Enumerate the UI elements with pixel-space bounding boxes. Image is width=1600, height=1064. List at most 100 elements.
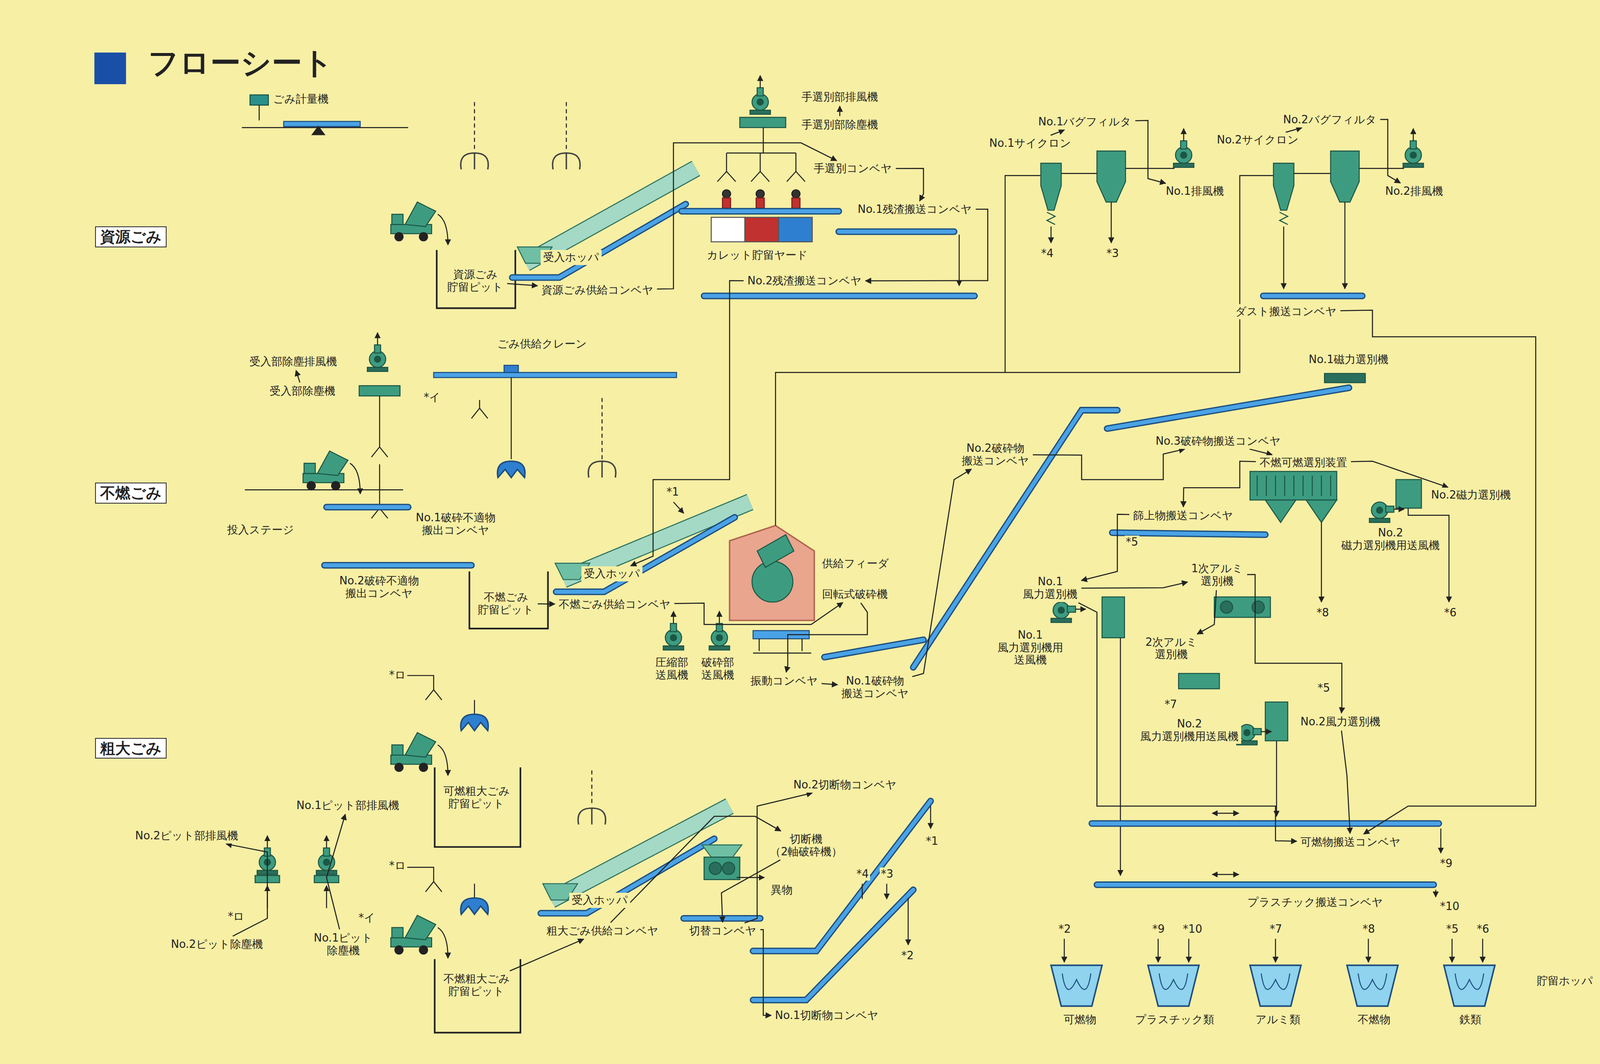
equipment-label: No.2バグフィルタ — [1280, 112, 1380, 128]
fan-base — [1369, 518, 1391, 523]
screen-outlet — [1265, 499, 1296, 523]
fan-outlet — [1410, 140, 1417, 149]
equipment-label: 受入ホッパ — [569, 892, 631, 908]
crane-cable — [474, 883, 475, 898]
crane-grab — [460, 714, 489, 731]
equipment-label: No.2破砕不適物 搬出コンベヤ — [336, 573, 422, 602]
rotary-shredder — [729, 525, 815, 621]
storage-pit — [434, 767, 521, 847]
dust-hood — [425, 681, 442, 701]
conveyor-belt — [1263, 294, 1363, 299]
process-line — [437, 927, 448, 959]
flow-connector — [1340, 310, 1536, 834]
cullet-yard — [778, 217, 813, 242]
callout-label: *2 — [1057, 922, 1073, 937]
equipment-label: 切替コンベヤ — [686, 923, 759, 939]
node-text: 振動コンベヤ — [750, 674, 818, 688]
flow-connector — [1081, 514, 1130, 581]
equipment-label: 圧縮部 送風機 — [652, 655, 691, 683]
callout-label: *4 — [854, 867, 871, 881]
callout-label: *ロ — [387, 668, 408, 682]
node-text: No.1排風機 — [1165, 185, 1224, 198]
equipment-label: 篩上物搬送コンベヤ — [1130, 508, 1236, 524]
node-text: 鉄類 — [1459, 1013, 1482, 1027]
node-text: 供給フィーダ — [822, 557, 889, 571]
conveyor — [753, 801, 931, 952]
node-text: 回転式破砕機 — [822, 588, 888, 601]
equipment-label: No.2サイクロン — [1214, 132, 1302, 148]
equipment-label: No.1破砕物 搬送コンベヤ — [838, 673, 912, 702]
hopper-outlet — [1358, 973, 1387, 990]
fan-base — [709, 645, 730, 651]
node-text: 資源ごみ — [100, 228, 162, 246]
equipment-label: 2次アルミ 選別機 — [1142, 634, 1200, 663]
conveyor — [556, 517, 735, 592]
equipment-label: No.2磁力選別機 — [1428, 487, 1514, 503]
equipment-label: プラスチック搬送コンベヤ — [1244, 894, 1386, 911]
node-text: アルミ類 — [1255, 1013, 1301, 1027]
reversible-mark — [1212, 812, 1239, 814]
truck-wheel — [395, 945, 404, 954]
callout-label: *3 — [1105, 246, 1121, 261]
equipment-label: 破砕部 送風機 — [698, 655, 737, 683]
equipment-label: 資源ごみ供給コンベヤ — [538, 282, 656, 298]
aluminum-separator — [1214, 597, 1271, 618]
flow-connector — [821, 683, 838, 685]
sorting-worker — [722, 189, 731, 198]
equipment-label: No.1バグフィルタ — [1035, 114, 1135, 130]
dust-hood — [371, 438, 388, 458]
inclined-conveyor — [551, 806, 730, 900]
process-line — [1157, 938, 1159, 963]
receiving-stage — [244, 489, 404, 491]
process-line — [1063, 938, 1065, 963]
callout-label: *8 — [1315, 606, 1331, 620]
crane-trolley — [504, 365, 519, 373]
truck-bin — [405, 915, 436, 940]
equipment-label: 振動コンベヤ — [748, 673, 821, 689]
title: フローシート — [148, 42, 334, 84]
equipment-label: No.1ピット 除塵機 — [311, 930, 376, 959]
sorting-worker — [756, 198, 765, 209]
conveyor-belt — [681, 209, 839, 214]
callout-label: *8 — [1361, 922, 1377, 937]
fan-outlet — [1067, 606, 1076, 613]
callout-label: *10 — [1181, 922, 1204, 937]
dust-collector — [359, 385, 401, 396]
flow-connector — [1380, 119, 1401, 184]
flow-connector — [865, 209, 988, 281]
node-text: No.2サイクロン — [1216, 133, 1299, 147]
node-text: 受入部除塵機 — [269, 384, 336, 398]
process-line — [1482, 938, 1484, 963]
node-text: ごみ供給クレーン — [497, 337, 587, 351]
flow-connector — [1081, 581, 1188, 589]
process-line — [1393, 508, 1404, 510]
node-text: No.1破砕不適物 搬出コンベヤ — [415, 511, 496, 537]
equipment-label: 不燃可燃選別装置 — [1257, 455, 1350, 471]
aluminum-separator — [1178, 673, 1220, 689]
fan-hub — [670, 634, 677, 642]
truck-bin — [317, 451, 348, 476]
truck-cab — [391, 927, 404, 938]
process-line — [376, 332, 378, 345]
process-line — [907, 897, 909, 945]
equipment-label: 資源ごみ 貯留ピット — [444, 267, 506, 295]
fan-outlet — [670, 623, 677, 632]
fan-outlet — [374, 344, 381, 353]
process-line — [1119, 637, 1121, 876]
node-text: No.2風力選別機 — [1300, 715, 1381, 729]
node-text: No.1ピット 除塵機 — [313, 931, 374, 958]
process-line — [759, 75, 761, 88]
truck-cab — [304, 463, 316, 474]
flow-connector — [509, 939, 584, 972]
dust-duct — [1005, 175, 1274, 373]
title-mark — [95, 53, 126, 84]
equipment-label: 可燃物 — [1061, 1012, 1099, 1028]
callout-label: *イ — [422, 390, 442, 405]
storage-pit — [434, 959, 521, 1033]
equipment-label: アルミ類 — [1252, 1012, 1303, 1028]
duct — [1061, 168, 1404, 174]
fan-base — [663, 645, 684, 651]
process-line — [437, 214, 448, 245]
node-text: No.2排風機 — [1385, 185, 1444, 198]
conveyor — [838, 228, 955, 236]
